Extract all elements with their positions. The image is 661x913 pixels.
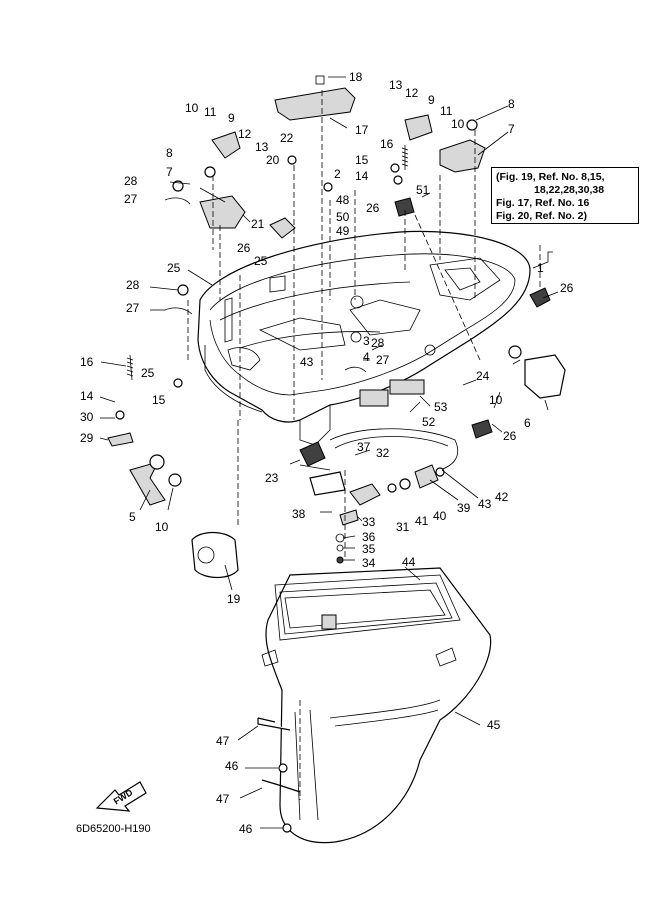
callout-28: 28	[126, 278, 140, 292]
callout-14: 14	[80, 389, 94, 403]
callout-52: 52	[422, 415, 436, 429]
callout-51: 51	[416, 183, 430, 197]
callout-45: 45	[487, 718, 501, 732]
callout-16: 16	[80, 355, 94, 369]
callout-35: 35	[362, 542, 376, 556]
callout-13: 13	[389, 78, 403, 92]
callout-18: 18	[349, 70, 363, 84]
callout-25: 25	[167, 261, 181, 275]
callout-50: 50	[336, 210, 350, 224]
callout-28: 28	[371, 336, 385, 350]
callout-26: 26	[560, 281, 574, 295]
callout-19: 19	[227, 592, 241, 606]
callout-43: 43	[300, 355, 314, 369]
callout-34: 34	[362, 556, 376, 570]
reference-note-line-1: (Fig. 19, Ref. No. 8,15,	[496, 171, 605, 183]
callout-10: 10	[451, 117, 465, 131]
callout-30: 30	[80, 410, 94, 424]
callout-32: 32	[376, 446, 390, 460]
callout-16: 16	[380, 137, 394, 151]
reference-note-line-4: Fig. 20, Ref. No. 2)	[496, 210, 588, 222]
callout-10: 10	[155, 520, 169, 534]
callout-10: 10	[185, 101, 199, 115]
small-parts	[95, 75, 566, 833]
callout-47: 47	[216, 734, 230, 748]
callout-26: 26	[503, 429, 517, 443]
callout-13: 13	[255, 140, 269, 154]
callout-7: 7	[166, 165, 173, 179]
fwd-arrow-icon	[95, 781, 147, 812]
callout-43: 43	[478, 497, 492, 511]
callout-23: 23	[265, 471, 279, 485]
callout-25: 25	[141, 366, 155, 380]
callout-8: 8	[508, 97, 515, 111]
callout-33: 33	[362, 515, 376, 529]
callout-6: 6	[524, 416, 531, 430]
callout-17: 17	[355, 123, 369, 137]
callout-15: 15	[355, 153, 369, 167]
callout-39: 39	[457, 501, 471, 515]
callout-10: 10	[489, 393, 503, 407]
callout-27: 27	[376, 353, 390, 367]
callout-4: 4	[363, 350, 370, 364]
callout-14: 14	[355, 169, 369, 183]
callout-5: 5	[129, 510, 136, 524]
callout-9: 9	[428, 93, 435, 107]
callout-37: 37	[357, 440, 371, 454]
callout-21: 21	[251, 217, 265, 231]
callout-11: 11	[204, 105, 217, 119]
callout-36: 36	[362, 530, 376, 544]
callout-38: 38	[292, 507, 306, 521]
callout-44: 44	[402, 555, 416, 569]
callout-15: 15	[152, 393, 166, 407]
callout-1: 1	[537, 261, 544, 275]
callout-2: 2	[334, 167, 341, 181]
callout-29: 29	[80, 431, 94, 445]
callout-53: 53	[434, 400, 448, 414]
callout-24: 24	[476, 369, 490, 383]
callout-42: 42	[495, 490, 509, 504]
reference-note: (Fig. 19, Ref. No. 8,15, 18,22,28,30,38 …	[491, 167, 639, 224]
callout-31: 31	[396, 520, 410, 534]
callout-28: 28	[124, 174, 138, 188]
callout-47: 47	[216, 792, 230, 806]
callout-8: 8	[166, 146, 173, 160]
bottom-cowling	[197, 230, 531, 446]
callout-46: 46	[239, 822, 253, 836]
callout-27: 27	[126, 301, 140, 315]
callout-12: 12	[238, 127, 252, 141]
callout-3: 3	[363, 334, 370, 348]
assembly-lines	[187, 90, 541, 800]
callout-40: 40	[433, 509, 447, 523]
callout-25: 25	[254, 254, 268, 268]
callout-49: 49	[336, 224, 350, 238]
callout-26: 26	[237, 241, 251, 255]
leader-lines	[99, 76, 559, 829]
callout-26: 26	[366, 201, 380, 215]
callout-11: 11	[440, 104, 453, 118]
reference-note-line-2: 18,22,28,30,38	[534, 184, 605, 196]
callout-9: 9	[228, 111, 235, 125]
callout-27: 27	[124, 192, 138, 206]
reference-note-line-3: Fig. 17, Ref. No. 16	[496, 197, 590, 209]
callout-7: 7	[508, 122, 515, 136]
diagram-code: 6D65200-H190	[76, 823, 151, 835]
callout-41: 41	[415, 514, 429, 528]
callout-48: 48	[336, 193, 350, 207]
callout-46: 46	[225, 759, 239, 773]
callout-12: 12	[405, 86, 419, 100]
callout-22: 22	[280, 131, 294, 145]
callout-20: 20	[266, 153, 280, 167]
lower-cover	[261, 567, 492, 844]
